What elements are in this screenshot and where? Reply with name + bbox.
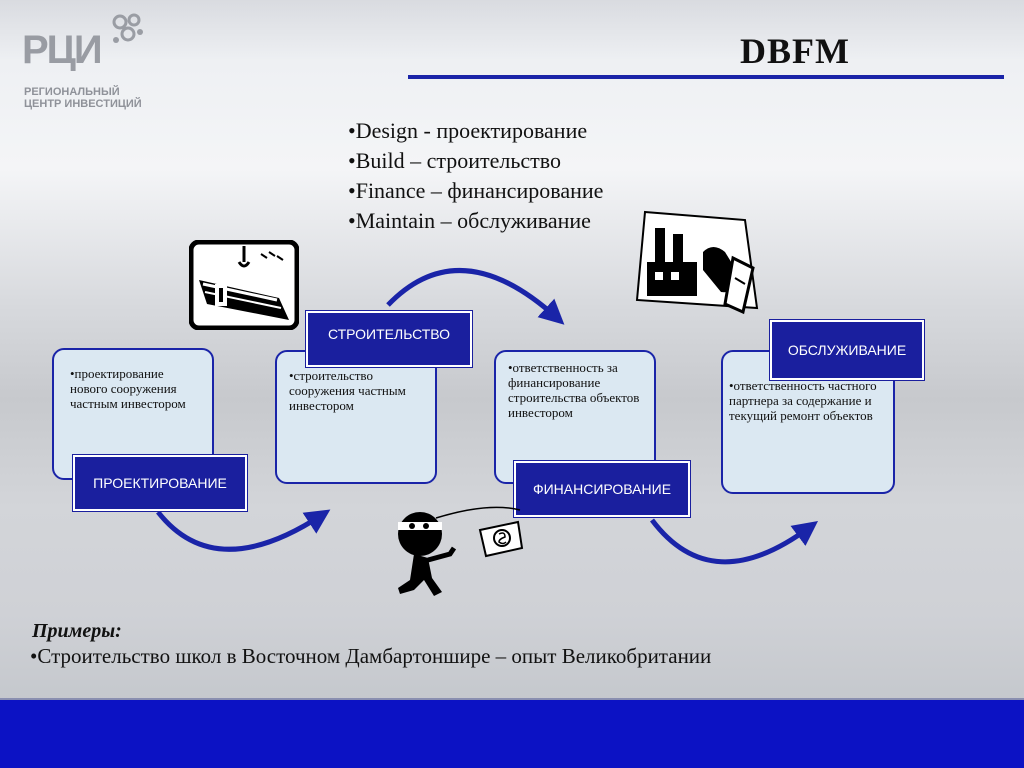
- examples-item: •Строительство школ в Восточном Дамбарто…: [30, 644, 712, 668]
- logo-subtitle: РЕГИОНАЛЬНЫЙ ЦЕНТР ИНВЕСТИЦИЙ: [24, 86, 142, 110]
- factory-handshake-icon: [633, 208, 761, 320]
- bullet-finance: •Finance – финансирование: [348, 178, 604, 203]
- thief-money-icon: [388, 500, 528, 604]
- logo: [18, 10, 148, 110]
- arc-finance-to-maintain: [650, 518, 819, 565]
- stage-label-build: СТРОИТЕЛЬСТВО: [306, 311, 472, 367]
- logo-subtitle-line1: РЕГИОНАЛЬНЫЙ: [24, 86, 120, 98]
- title-underline: [408, 75, 1004, 79]
- arc-design-to-build: [156, 509, 331, 552]
- bullet-maintain: •Maintain – обслуживание: [348, 208, 591, 233]
- stage-text-design: •проектирование нового сооружения частны…: [70, 366, 186, 411]
- bullet-build: •Build – строительство: [348, 148, 562, 173]
- stage-text-maintain: •ответственность частного партнера за со…: [729, 378, 877, 423]
- footer-bar: [0, 698, 1024, 768]
- stage-label-design: ПРОЕКТИРОВАНИЕ: [73, 455, 247, 511]
- examples-heading: Примеры:: [32, 620, 122, 642]
- logo-wordmark: РЦИ: [22, 28, 103, 72]
- stage-card-build: •строительство сооружения частным инвест…: [275, 350, 437, 484]
- bullet-design: •Design - проектирование: [348, 118, 588, 143]
- definition-list: •Design - проектирование •Build – строит…: [348, 116, 603, 236]
- stage-label-maintain: ОБСЛУЖИВАНИЕ: [770, 320, 924, 380]
- logo-swirl-icon: [112, 13, 143, 43]
- arc-build-to-finance: [386, 268, 565, 325]
- logo-subtitle-line2: ЦЕНТР ИНВЕСТИЦИЙ: [24, 98, 142, 110]
- crane-beam-icon: [188, 239, 300, 331]
- stage-text-finance: •ответственность за финансирование строи…: [508, 360, 640, 420]
- stage-label-finance: ФИНАНСИРОВАНИЕ: [514, 461, 690, 517]
- stage-text-build: •строительство сооружения частным инвест…: [289, 368, 406, 413]
- slide-title: DBFM: [740, 31, 850, 71]
